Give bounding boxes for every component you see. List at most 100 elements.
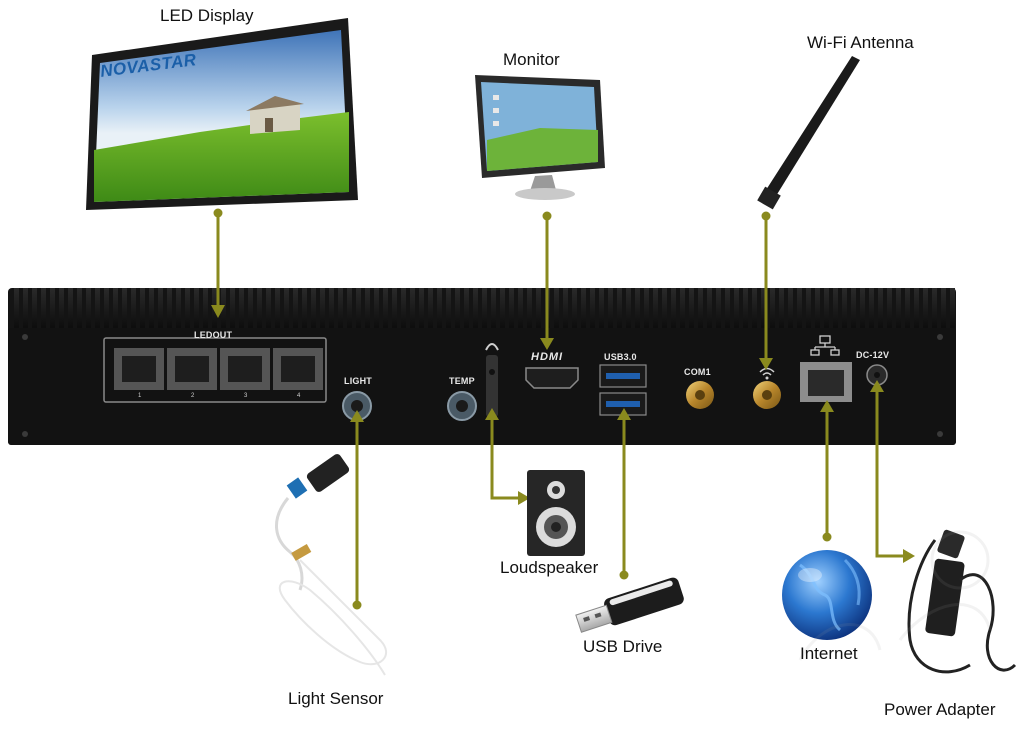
port-label-dc: DC-12V xyxy=(856,350,890,360)
port-label-light: LIGHT xyxy=(344,376,372,386)
heatsink-fin xyxy=(167,288,172,330)
heatsink-fin xyxy=(581,288,586,330)
heatsink-fin xyxy=(842,288,847,330)
heatsink-fin xyxy=(59,288,64,330)
heatsink-fin xyxy=(491,288,496,330)
internet-globe xyxy=(782,550,872,640)
heatsink-fin xyxy=(851,288,856,330)
heatsink-fin xyxy=(914,288,919,330)
heatsink-fin xyxy=(455,288,460,330)
heatsink-fin xyxy=(599,288,604,330)
connector-arrows xyxy=(211,305,915,563)
heatsink-fin xyxy=(671,288,676,330)
audio-port xyxy=(486,355,498,417)
heatsink-fin xyxy=(878,288,883,330)
heatsink-fin xyxy=(293,288,298,330)
heatsink-fin xyxy=(482,288,487,330)
ledout-number: 2 xyxy=(191,393,195,399)
heatsink-fin xyxy=(896,288,901,330)
heatsink-fin xyxy=(833,288,838,330)
connector-dots xyxy=(213,208,832,610)
monitor xyxy=(475,75,605,200)
heatsink-fin xyxy=(608,288,613,330)
heatsink-fin xyxy=(401,288,406,330)
heatsink-fin xyxy=(230,288,235,330)
ledout-number: 3 xyxy=(244,393,248,399)
heatsink-fin xyxy=(446,288,451,330)
heatsink-fin xyxy=(752,288,757,330)
label-wifi-antenna: Wi-Fi Antenna xyxy=(807,33,914,52)
heatsink-fin xyxy=(788,288,793,330)
wifi-icon xyxy=(759,367,775,380)
heatsink-fin xyxy=(689,288,694,330)
led-display xyxy=(86,18,358,210)
temp-port xyxy=(447,391,477,421)
heatsink-fin xyxy=(725,288,730,330)
ledout-number: 4 xyxy=(297,393,301,399)
heatsink-fin xyxy=(113,288,118,330)
power-adapter xyxy=(907,529,1017,674)
heatsink-fin xyxy=(23,288,28,330)
heatsink-fin xyxy=(140,288,145,330)
usb-ports xyxy=(599,364,647,416)
heatsink-fin xyxy=(797,288,802,330)
label-usb-drive: USB Drive xyxy=(583,637,663,656)
heatsink-fin xyxy=(122,288,127,330)
heatsink-fin xyxy=(824,288,829,330)
heatsink-fin xyxy=(941,288,946,330)
port-label-temp: TEMP xyxy=(449,376,475,386)
port-label-hdmi: HDMI xyxy=(531,351,564,363)
heatsink-fin xyxy=(473,288,478,330)
heatsink-fin xyxy=(392,288,397,330)
heatsink-fin xyxy=(563,288,568,330)
heatsink-fin xyxy=(284,288,289,330)
heatsink-fin xyxy=(149,288,154,330)
heatsink-fin xyxy=(203,288,208,330)
heatsink-fin xyxy=(221,288,226,330)
light-port xyxy=(342,391,372,421)
port-label-usb: USB3.0 xyxy=(604,352,637,362)
heatsink-fin xyxy=(104,288,109,330)
heatsink-fin xyxy=(779,288,784,330)
label-loudspeaker: Loudspeaker xyxy=(500,558,599,577)
heatsink-fin xyxy=(770,288,775,330)
heatsink-fin xyxy=(644,288,649,330)
heatsink-fin xyxy=(194,288,199,330)
heatsink-fin xyxy=(383,288,388,330)
heatsink-fin xyxy=(869,288,874,330)
hdmi-port xyxy=(525,367,579,389)
heatsink-fin xyxy=(509,288,514,330)
heatsink-fin xyxy=(698,288,703,330)
ledout-number: 1 xyxy=(138,393,142,399)
heatsink-fin xyxy=(527,288,532,330)
heatsink-fin xyxy=(653,288,658,330)
heatsink-fin xyxy=(320,288,325,330)
heatsink-fin xyxy=(860,288,865,330)
label-internet: Internet xyxy=(800,644,858,663)
heatsink-fin xyxy=(419,288,424,330)
heatsink-fin xyxy=(536,288,541,330)
heatsink-fin xyxy=(50,288,55,330)
heatsink-fin xyxy=(590,288,595,330)
heatsink-fin xyxy=(428,288,433,330)
connector-lines xyxy=(216,213,905,605)
wifi-port xyxy=(753,381,781,409)
heatsink-fin xyxy=(158,288,163,330)
heatsink-fin xyxy=(185,288,190,330)
com1-port xyxy=(686,381,714,409)
heatsink-fin xyxy=(347,288,352,330)
heatsink-fin xyxy=(275,288,280,330)
heatsink-fin xyxy=(500,288,505,330)
heatsink-fin xyxy=(32,288,37,330)
heatsink-fin xyxy=(617,288,622,330)
heatsink-fin xyxy=(410,288,415,330)
heatsink-fin xyxy=(950,288,955,330)
heatsink-fin xyxy=(662,288,667,330)
headphone-icon xyxy=(485,343,499,351)
heatsink-fin xyxy=(311,288,316,330)
network-icon xyxy=(810,335,840,356)
heatsink-fin xyxy=(329,288,334,330)
heatsink-fin xyxy=(437,288,442,330)
heatsink-fin xyxy=(95,288,100,330)
ledout-ports xyxy=(103,337,327,403)
